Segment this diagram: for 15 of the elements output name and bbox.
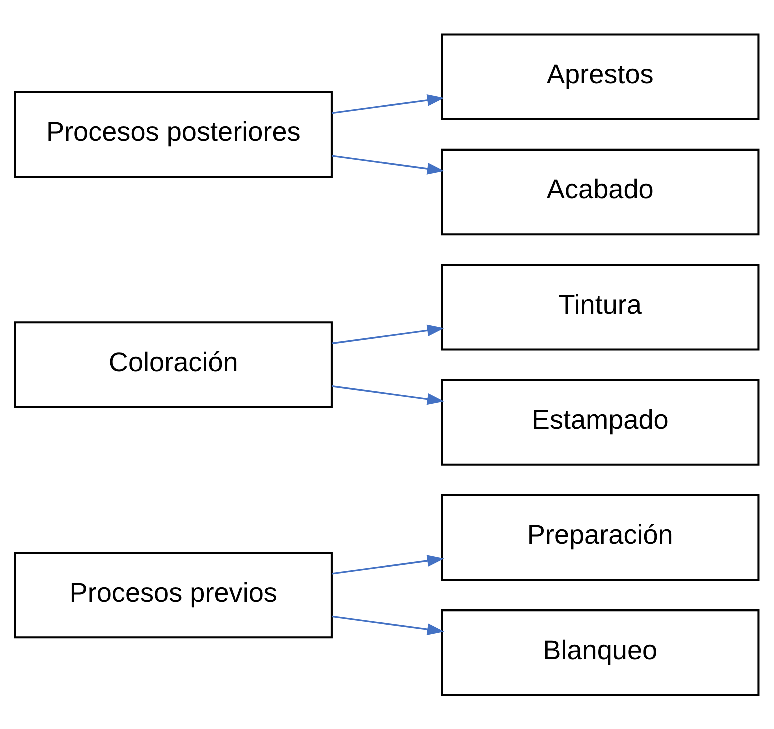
arrow	[332, 324, 444, 344]
arrow	[332, 385, 444, 405]
node-box: Tintura	[441, 264, 760, 350]
node-box: Coloración	[14, 321, 333, 408]
node-box: Preparación	[441, 494, 760, 581]
node-box: Blanqueo	[441, 609, 760, 696]
node-box: Procesos posteriores	[14, 90, 333, 178]
node-box: Estampado	[441, 378, 760, 466]
arrow	[332, 154, 444, 174]
node-box: Aprestos	[441, 33, 760, 120]
node-box: Acabado	[441, 148, 760, 236]
arrow	[332, 554, 444, 574]
arrow	[332, 94, 444, 114]
arrow	[332, 615, 444, 635]
node-box: Procesos previos	[14, 551, 333, 638]
